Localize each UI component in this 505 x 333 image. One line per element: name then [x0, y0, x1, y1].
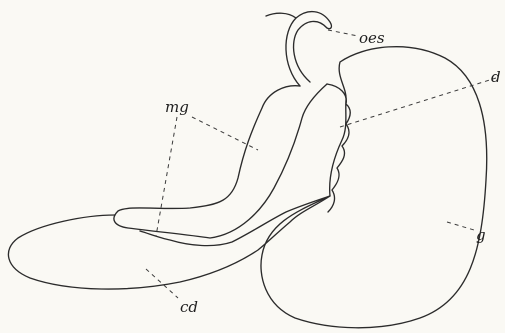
leader-g: [447, 222, 474, 230]
body-cd-outline: [8, 196, 330, 289]
midgut-mg-outline: [114, 84, 327, 238]
oesophagus-oes: [286, 12, 331, 86]
leader-d: [340, 78, 496, 127]
leader-oes: [328, 30, 358, 36]
label-mg: mg: [165, 98, 189, 116]
sac-g-outline: [261, 47, 487, 328]
label-g: g: [476, 226, 486, 244]
label-d: d: [491, 68, 501, 86]
leader-mg-left: [156, 117, 177, 236]
oesophagus-tip: [266, 13, 296, 18]
label-cd: cd: [180, 298, 198, 316]
label-oes: oes: [359, 29, 385, 47]
leader-mg-right: [192, 117, 258, 150]
